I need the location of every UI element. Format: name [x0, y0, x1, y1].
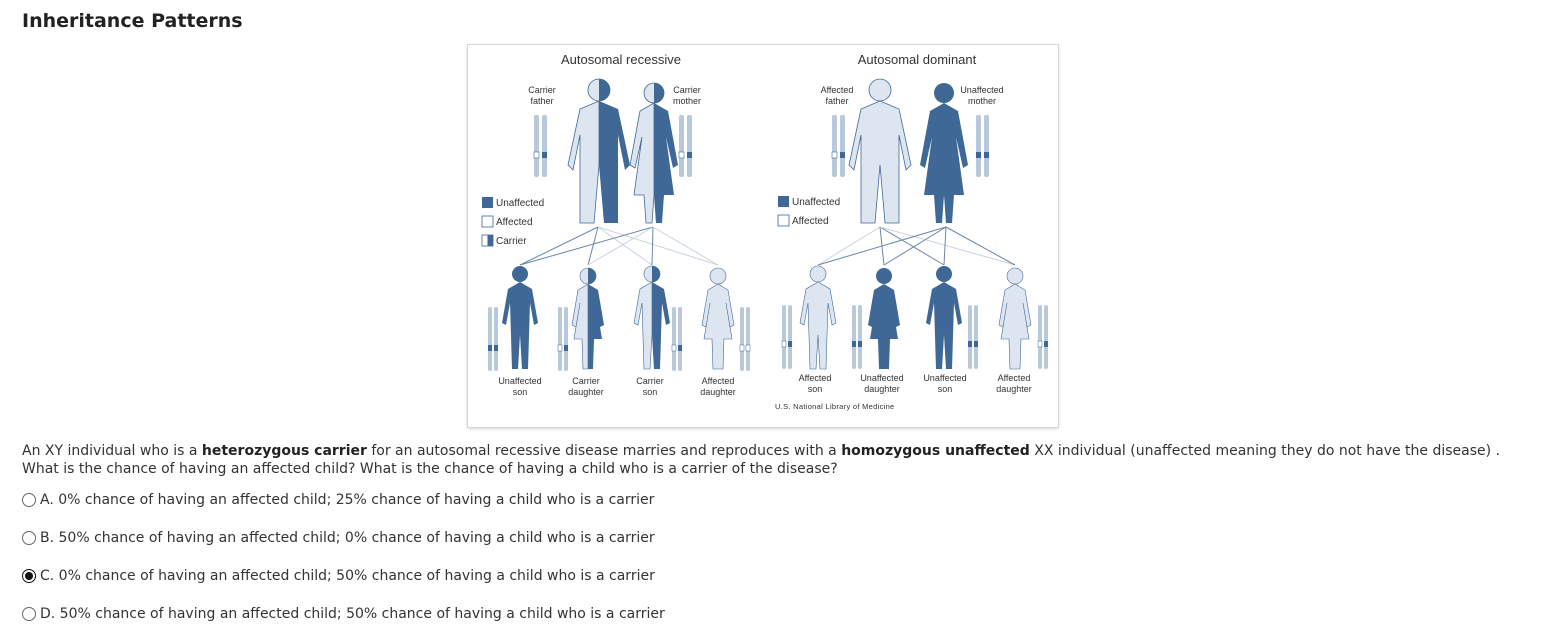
- question-part-2: for an autosomal recessive disease marri…: [366, 443, 842, 459]
- rec-child-2: [571, 267, 604, 370]
- dom-legend-affected-label: Affected: [792, 216, 829, 227]
- dom-child-3-label-2: son: [938, 384, 953, 394]
- inheritance-diagram: Autosomal recessive Autosomal dominant C…: [481, 52, 1048, 411]
- dom-legend-affected-swatch: [777, 214, 790, 227]
- parent-chromosomes: [533, 115, 989, 177]
- dom-child-3: [926, 266, 962, 369]
- rec-child-3-label-1: Carrier: [636, 376, 664, 386]
- children-figures: [502, 265, 1032, 370]
- dom-child-1: [799, 265, 837, 370]
- dom-child-4-label-1: Affected: [998, 373, 1031, 383]
- rec-mother-figure: [629, 82, 678, 224]
- inheritance-lines: [519, 226, 1016, 266]
- rec-mother-label-1: Carrier: [673, 85, 701, 95]
- legend-affected-swatch: [481, 215, 494, 228]
- option-a[interactable]: A. 0% chance of having an affected child…: [22, 492, 654, 508]
- question-part-1: An XY individual who is a: [22, 443, 202, 459]
- dom-father-label-2: father: [825, 96, 848, 106]
- dom-father-figure: [848, 78, 912, 224]
- option-d-radio[interactable]: [22, 607, 36, 621]
- option-b[interactable]: B. 50% chance of having an affected chil…: [22, 530, 655, 546]
- option-d[interactable]: D. 50% chance of having an affected chil…: [22, 606, 665, 622]
- option-a-label: A. 0% chance of having an affected child…: [40, 492, 655, 508]
- recessive-title: Autosomal recessive: [561, 52, 681, 67]
- rec-child-4-label-2: daughter: [700, 387, 736, 397]
- legend-affected-label: Affected: [496, 217, 533, 228]
- question-text: An XY individual who is a heterozygous c…: [22, 442, 1522, 478]
- inheritance-figure: Autosomal recessive Autosomal dominant C…: [468, 45, 1058, 427]
- figure-credit: U.S. National Library of Medicine: [775, 402, 895, 411]
- option-c[interactable]: C. 0% chance of having an affected child…: [22, 568, 655, 584]
- legend-unaffected-label: Unaffected: [496, 198, 544, 209]
- dom-legend-unaffected-swatch: [778, 196, 789, 207]
- question-bold-1: heterozygous carrier: [201, 443, 367, 459]
- dom-child-4-label-2: daughter: [996, 384, 1032, 394]
- dom-mother-label-2: mother: [968, 96, 996, 106]
- rec-child-4-label-1: Affected: [702, 376, 735, 386]
- option-c-label: C. 0% chance of having an affected child…: [40, 568, 655, 584]
- rec-child-1-label-1: Unaffected: [498, 376, 541, 386]
- option-b-radio[interactable]: [22, 531, 36, 545]
- option-a-radio[interactable]: [22, 493, 36, 507]
- rec-father-label-2: father: [530, 96, 553, 106]
- dom-father-label-1: Affected: [821, 85, 854, 95]
- rec-child-4: [701, 267, 735, 370]
- dom-child-1-label-2: son: [808, 384, 823, 394]
- option-b-label: B. 50% chance of having an affected chil…: [40, 530, 655, 546]
- dom-child-2: [868, 268, 900, 369]
- dominant-title: Autosomal dominant: [858, 52, 977, 67]
- rec-child-2-label-2: daughter: [568, 387, 604, 397]
- dom-legend-unaffected-label: Unaffected: [792, 197, 840, 208]
- dom-child-2-label-1: Unaffected: [860, 373, 903, 383]
- dom-child-1-label-1: Affected: [799, 373, 832, 383]
- dom-child-3-label-1: Unaffected: [923, 373, 966, 383]
- option-c-radio[interactable]: [22, 569, 36, 583]
- dom-mother-figure: [920, 83, 968, 223]
- page-title: Inheritance Patterns: [22, 10, 243, 32]
- option-d-label: D. 50% chance of having an affected chil…: [40, 606, 665, 622]
- rec-child-1: [502, 266, 538, 369]
- legend-unaffected-swatch: [482, 197, 493, 208]
- rec-mother-label-2: mother: [673, 96, 701, 106]
- rec-child-3: [633, 265, 670, 370]
- question-bold-2: homozygous unaffected: [841, 443, 1030, 459]
- dom-mother-label-1: Unaffected: [960, 85, 1003, 95]
- rec-child-1-label-2: son: [513, 387, 528, 397]
- rec-child-3-label-2: son: [643, 387, 658, 397]
- legend-carrier-label: Carrier: [496, 236, 527, 247]
- dom-child-2-label-2: daughter: [864, 384, 900, 394]
- rec-child-2-label-1: Carrier: [572, 376, 600, 386]
- dom-child-4: [998, 267, 1032, 370]
- child-chromosomes: [488, 305, 1048, 371]
- question-part-3: XX individual (unaffected meaning they d…: [22, 443, 1501, 477]
- rec-father-label-1: Carrier: [528, 85, 556, 95]
- rec-father-figure: [567, 78, 630, 224]
